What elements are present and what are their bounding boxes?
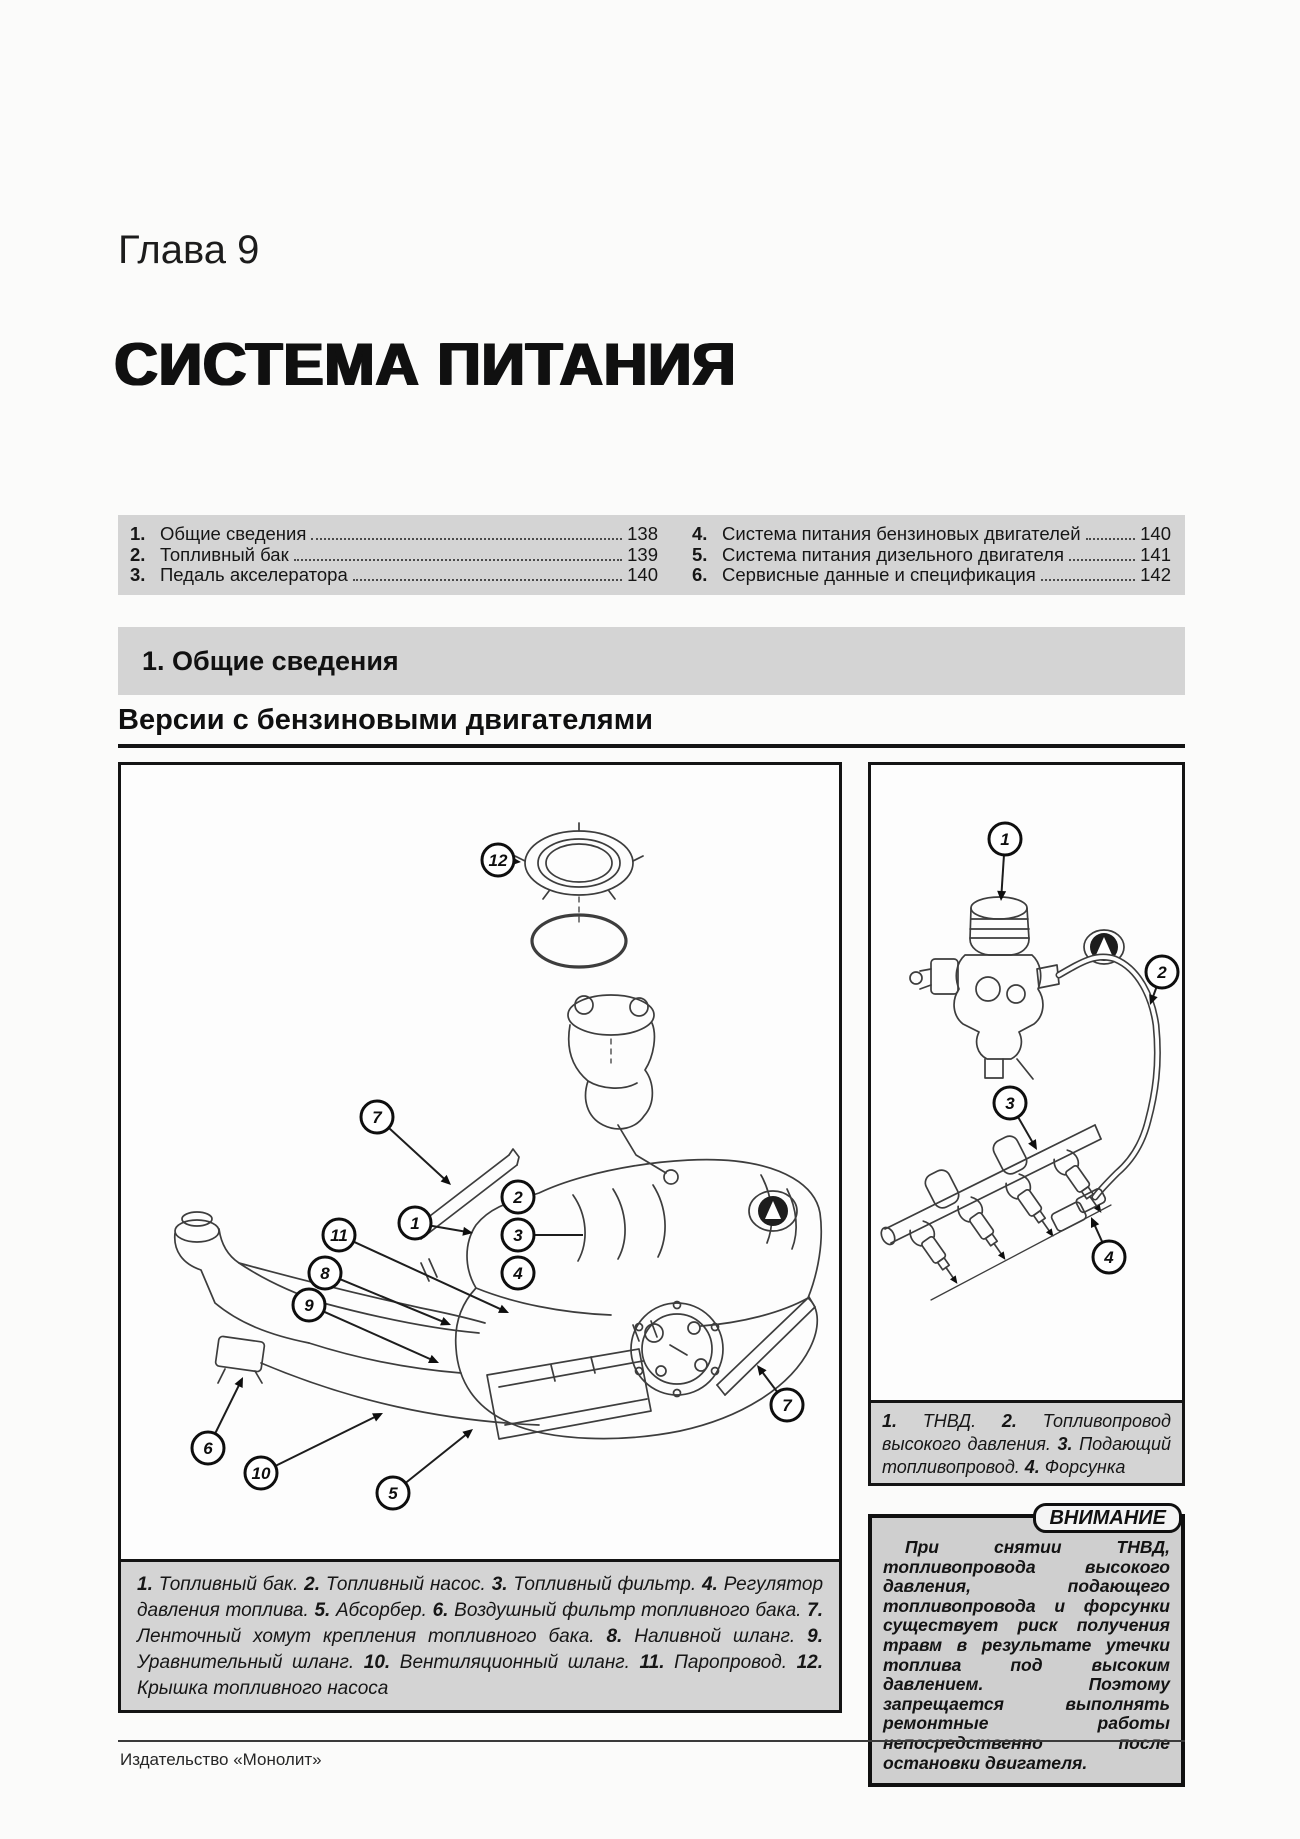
dot-leader <box>1085 538 1136 540</box>
dot-leader <box>293 558 623 561</box>
toc-item-label: Общие сведения <box>160 523 307 544</box>
figure-fuel-rail: 1 2 3 4 <box>868 762 1185 1403</box>
svg-text:8: 8 <box>320 1264 330 1283</box>
figure-fuel-tank-caption: 1. Топливный бак. 2. Топливный насос. 3.… <box>118 1559 842 1713</box>
toc-item-page: 140 <box>627 564 658 585</box>
svg-text:1: 1 <box>1000 830 1009 849</box>
svg-text:9: 9 <box>304 1296 314 1315</box>
svg-text:2: 2 <box>1156 963 1167 982</box>
svg-text:6: 6 <box>203 1439 213 1458</box>
svg-text:10: 10 <box>252 1464 271 1483</box>
toc-item-number: 6. <box>692 564 708 585</box>
svg-text:7: 7 <box>372 1108 383 1127</box>
svg-text:4: 4 <box>512 1264 523 1283</box>
svg-text:3: 3 <box>513 1226 523 1245</box>
toc-item-label: Система питания бензиновых двигателей <box>722 523 1081 544</box>
svg-text:1: 1 <box>410 1214 419 1233</box>
svg-text:12: 12 <box>489 851 508 870</box>
chapter-label: Глава 9 <box>118 228 260 272</box>
toc-item: 3. Педаль акселератора 140 <box>130 564 658 586</box>
page-title: СИСТЕМА ПИТАНИЯ <box>114 331 736 398</box>
toc-item-label: Сервисные данные и спецификация <box>722 564 1036 585</box>
toc-item-page: 141 <box>1140 543 1171 565</box>
warning-badge: ВНИМАНИЕ <box>1033 1503 1182 1533</box>
table-of-contents: 1. Общие сведения 138 2. Топливный бак 139 3… <box>118 515 1185 595</box>
toc-item-page: 139 <box>627 543 658 565</box>
toc-item-number: 4. <box>692 523 708 544</box>
toc-item-number: 1. <box>130 523 146 544</box>
toc-item: 5. Система питания дизельного двигателя 14… <box>692 543 1171 566</box>
toc-item-number: 2. <box>130 543 146 565</box>
toc-item-label: Система питания дизельного двигателя <box>722 543 1064 565</box>
dot-leader <box>311 538 623 540</box>
svg-text:5: 5 <box>388 1484 398 1503</box>
dot-leader <box>352 579 623 581</box>
dot-leader <box>1068 558 1136 561</box>
toc-item-page: 140 <box>1140 523 1171 544</box>
toc-item-label: Педаль акселератора <box>160 564 348 585</box>
footer-rule <box>118 1740 1185 1742</box>
svg-text:7: 7 <box>782 1396 793 1415</box>
toc-item: 2. Топливный бак 139 <box>130 543 658 566</box>
warning-text: При снятии ТНВД, топливопровода высокого… <box>883 1537 1170 1773</box>
fuel-rail-callouts: 1 2 3 4 <box>987 821 1180 1275</box>
subsection-heading: Версии с бензиновыми двигателями <box>118 704 653 736</box>
toc-item: 1. Общие сведения 138 <box>130 523 658 545</box>
toc-item-label: Топливный бак <box>160 543 289 565</box>
toc-item-page: 142 <box>1140 564 1171 585</box>
dot-leader <box>1040 579 1136 581</box>
toc-column-right: 4. Система питания бензиновых двигателей 1… <box>692 523 1171 595</box>
toc-item: 4. Система питания бензиновых двигателей 1… <box>692 523 1171 545</box>
section-header: 1. Общие сведения <box>118 627 1185 695</box>
svg-text:4: 4 <box>1103 1248 1114 1267</box>
svg-text:2: 2 <box>512 1188 523 1207</box>
fuel-rail-diagram: 1 2 3 4 <box>880 821 1180 1301</box>
svg-text:11: 11 <box>330 1226 348 1245</box>
figure-fuel-rail-caption: 1. ТНВД. 2. Топливопровод высокого давле… <box>868 1400 1185 1486</box>
warning-box: ВНИМАНИЕ При снятии ТНВД, топливопровода… <box>868 1503 1185 1788</box>
toc-item-number: 5. <box>692 543 708 565</box>
svg-text:3: 3 <box>1005 1094 1015 1113</box>
toc-item: 6. Сервисные данные и спецификация 142 <box>692 564 1171 586</box>
heading-rule <box>118 744 1185 748</box>
toc-item-number: 3. <box>130 564 146 585</box>
toc-column-left: 1. Общие сведения 138 2. Топливный бак 139 3… <box>130 523 658 595</box>
footer-imprint: Издательство «Монолит» <box>120 1750 322 1769</box>
toc-item-page: 138 <box>627 523 658 544</box>
